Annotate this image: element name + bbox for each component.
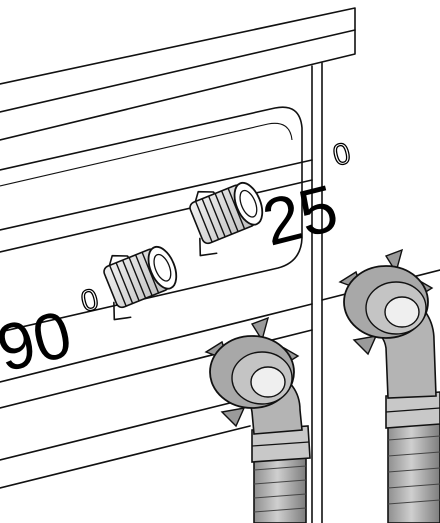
inlet-valve-cold	[103, 245, 178, 321]
hose-connector-left	[204, 316, 311, 523]
inlet-valve-hot	[189, 181, 264, 257]
panel-line-6	[0, 425, 251, 489]
panel-line-1	[0, 159, 313, 231]
elbow-hose-icon	[338, 248, 440, 523]
top-rail	[0, 7, 356, 141]
threaded-pipe-icon	[103, 245, 178, 321]
appliance-back-panel	[0, 7, 440, 523]
panel-line-3	[0, 303, 313, 383]
top-rail-edge	[0, 29, 356, 113]
panel-line-5	[0, 397, 251, 461]
cold-inlet-label: 90	[0, 296, 79, 386]
elbow-hose-icon	[204, 316, 311, 523]
plate-inner-edge	[0, 122, 293, 187]
hot-inlet-label: 25	[255, 170, 344, 260]
threaded-pipe-icon	[189, 181, 264, 257]
panel-line-2	[0, 179, 313, 253]
hose-connector-right	[338, 248, 440, 523]
hot-inlet-degree-symbol: 0	[330, 137, 354, 173]
